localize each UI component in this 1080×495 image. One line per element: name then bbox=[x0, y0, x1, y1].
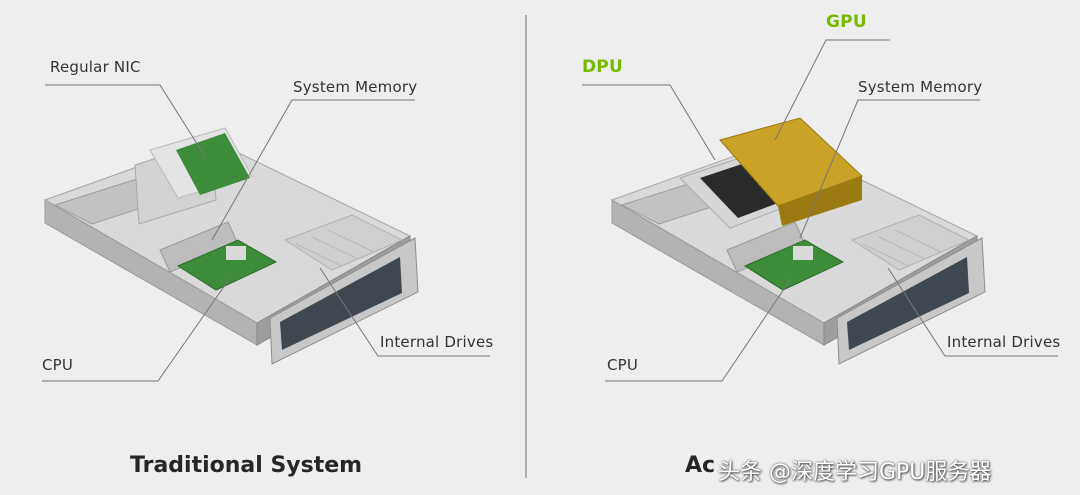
watermark-text: 头条 @深度学习GPU服务器 bbox=[718, 460, 992, 485]
left-cpu-board bbox=[176, 239, 278, 291]
right-gpu-end bbox=[778, 176, 862, 226]
leader-line-regular-nic bbox=[45, 84, 207, 159]
leader-line-system-memory-right bbox=[799, 99, 980, 239]
label-cpu-left: CPU bbox=[42, 356, 74, 374]
leader-line-cpu-right bbox=[605, 279, 791, 382]
left-cpu-chip bbox=[226, 246, 246, 260]
leader-line-system-memory-left bbox=[211, 99, 415, 241]
label-system-memory-left: System Memory bbox=[293, 78, 418, 96]
caption-accelerated-system: Ac bbox=[685, 453, 716, 478]
right-drive-line bbox=[878, 236, 926, 260]
left-drive-bay bbox=[283, 214, 404, 271]
leader-line-internal-drives-left bbox=[319, 267, 490, 357]
left-nic-pcb bbox=[176, 133, 250, 195]
label-dpu: DPU bbox=[582, 57, 623, 77]
right-drive-line bbox=[862, 243, 910, 267]
label-cpu-right: CPU bbox=[607, 356, 639, 374]
right-drive-bay bbox=[850, 214, 971, 271]
right-cpu-board bbox=[743, 239, 845, 291]
leader-line-internal-drives-right bbox=[887, 267, 1058, 357]
leader-line-dpu bbox=[582, 84, 716, 161]
left-drive-line bbox=[311, 236, 359, 260]
label-internal-drives-left: Internal Drives bbox=[380, 333, 494, 351]
left-drive-line bbox=[295, 243, 343, 267]
label-gpu: GPU bbox=[826, 12, 867, 32]
caption-traditional-system: Traditional System bbox=[130, 453, 363, 478]
label-system-memory-right: System Memory bbox=[858, 78, 983, 96]
right-server-illustration bbox=[610, 117, 986, 365]
label-internal-drives-right: Internal Drives bbox=[947, 333, 1061, 351]
label-regular-nic: Regular NIC bbox=[50, 58, 141, 76]
leader-line-cpu-left bbox=[42, 277, 231, 382]
right-dpu-board bbox=[700, 162, 786, 218]
left-server-illustration bbox=[43, 127, 419, 365]
right-front-vent bbox=[847, 257, 969, 350]
right-cpu-chip bbox=[793, 246, 813, 260]
right-drive-line bbox=[894, 229, 942, 253]
left-front-vent bbox=[280, 257, 402, 350]
leader-line-gpu bbox=[774, 39, 890, 141]
left-drive-line bbox=[327, 229, 375, 253]
